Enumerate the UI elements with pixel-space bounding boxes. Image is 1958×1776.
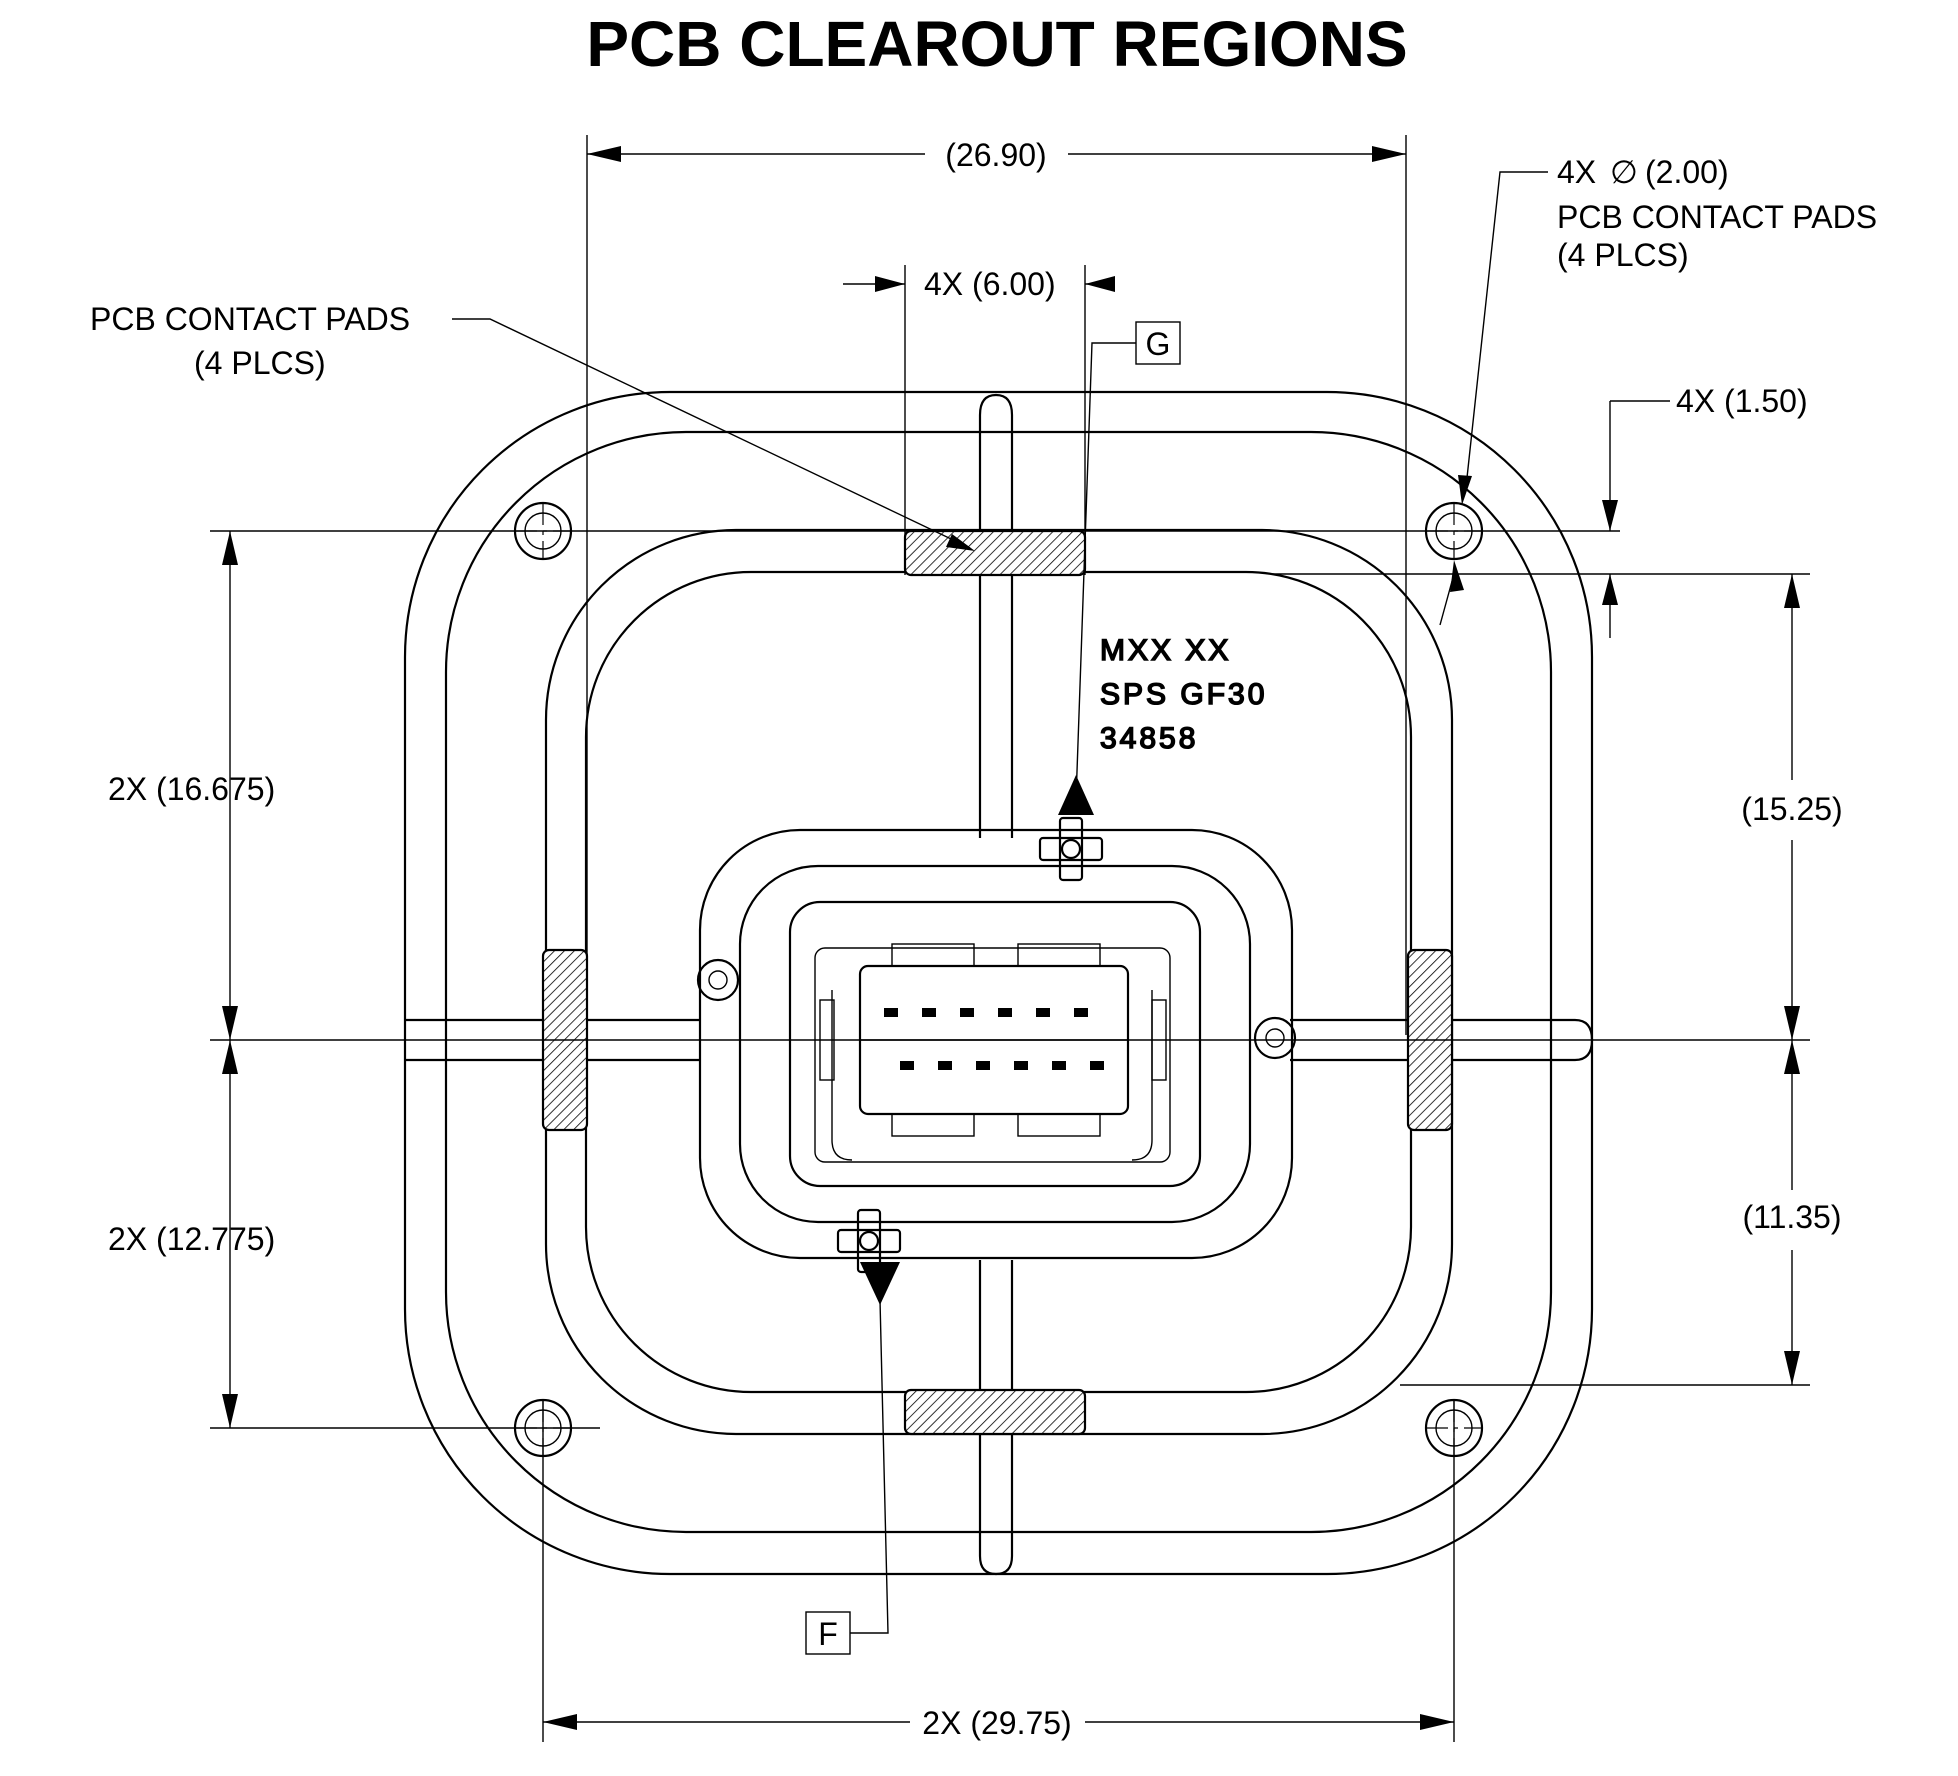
dim-pad-width: 4X (6.00) xyxy=(843,266,1115,302)
hole-callout-line2: (4 PLCS) xyxy=(1557,237,1689,273)
left-callout-line2: (4 PLCS) xyxy=(194,345,326,381)
part-marking-line1: MXX XX xyxy=(1100,634,1231,667)
datum-g-label: G xyxy=(1146,326,1171,362)
dim-hole-offset-label: 4X (1.50) xyxy=(1676,383,1808,419)
datum-g: G xyxy=(1058,321,1181,815)
dim-pad-width-label: 4X (6.00) xyxy=(924,266,1056,302)
dim-right-upper-label: (15.25) xyxy=(1741,791,1842,827)
dim-bottom-width-label: 2X (29.75) xyxy=(922,1705,1071,1741)
dim-left-vertical: 2X (16.675) 2X (12.775) xyxy=(108,531,275,1428)
page-title: PCB CLEAROUT REGIONS xyxy=(586,8,1407,80)
locating-features xyxy=(836,816,1104,1274)
left-callout-line1: PCB CONTACT PADS xyxy=(90,301,410,337)
dim-hole-value: (2.00) xyxy=(1645,154,1729,190)
extension-lines xyxy=(210,135,1810,1742)
contact-pad-top xyxy=(903,529,1087,577)
pcb-contact-pads xyxy=(541,529,1454,1436)
center-lines xyxy=(515,503,1482,1456)
dim-left-upper-label: 2X (16.675) xyxy=(108,771,275,807)
datum-f: F xyxy=(805,1262,900,1655)
dim-hole-symbol: ∅ xyxy=(1610,154,1638,190)
part-marking-line2: SPS GF30 xyxy=(1100,678,1267,711)
screw-bosses xyxy=(513,501,1484,1458)
part-marking: MXX XX SPS GF30 34858 xyxy=(1099,633,1267,756)
dim-hole-prefix: 4X xyxy=(1557,154,1596,190)
dim-hole-diameter: 4X ∅ (2.00) PCB CONTACT PADS (4 PLCS) xyxy=(1458,154,1877,505)
contact-pad-bottom xyxy=(903,1388,1087,1436)
dim-top-width-label: (26.90) xyxy=(945,137,1046,173)
dim-bottom-width: 2X (29.75) xyxy=(543,1705,1454,1741)
hole-callout-line1: PCB CONTACT PADS xyxy=(1557,199,1877,235)
dim-top-width: (26.90) xyxy=(587,137,1406,173)
left-pad-callout: PCB CONTACT PADS (4 PLCS) xyxy=(90,301,975,551)
datum-f-label: F xyxy=(818,1616,838,1652)
connector-surround xyxy=(698,828,1294,1260)
dim-right-lower-label: (11.35) xyxy=(1742,1199,1841,1235)
connector-pins xyxy=(884,1008,1104,1070)
dim-hole-offset: 4X (1.50) xyxy=(1439,383,1808,638)
dim-left-lower-label: 2X (12.775) xyxy=(108,1221,275,1257)
part-marking-line3: 34858 xyxy=(1100,722,1198,755)
dim-right-vertical: (15.25) (11.35) xyxy=(1741,574,1843,1385)
